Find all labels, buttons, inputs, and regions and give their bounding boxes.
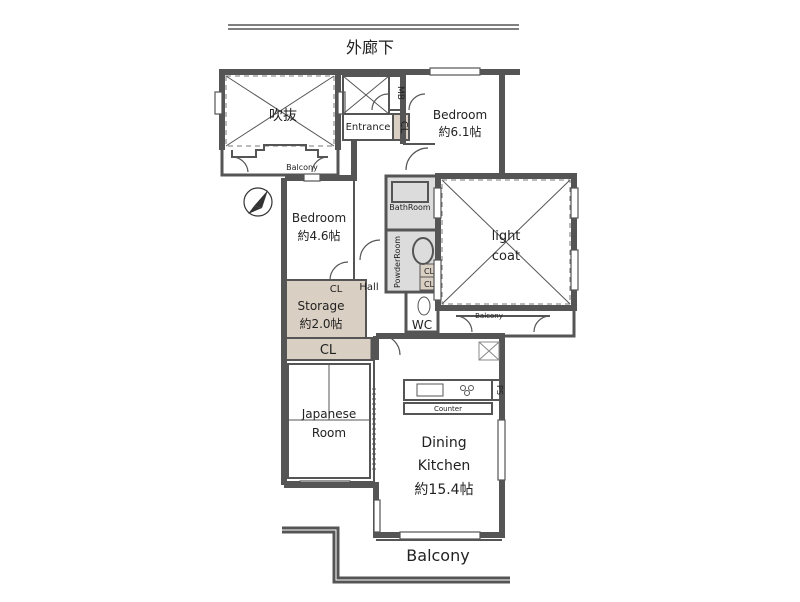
- label-cl-powder2: CL: [424, 280, 435, 289]
- label-atrium: 吹抜: [269, 108, 297, 124]
- label-corridor: 外廊下: [346, 38, 394, 57]
- dining-kitchen-area: [373, 333, 506, 540]
- wc-fill: [406, 292, 438, 332]
- label-balcony-bottom: Balcony: [406, 546, 469, 565]
- label-balcony-small-top: Balcony: [286, 163, 318, 172]
- label-storage-name: Storage: [298, 299, 345, 313]
- label-bedroom1-name: Bedroom: [433, 108, 487, 122]
- entrance-area: [342, 75, 426, 141]
- hall-door-1: [359, 239, 381, 261]
- label-light-coat-1: light: [492, 229, 521, 244]
- bedroom1-area: [338, 67, 520, 176]
- label-cl-hall: CL: [330, 284, 343, 295]
- corridor-line: [228, 24, 519, 30]
- label-bathroom: BathRoom: [389, 203, 431, 212]
- label-cl-entrance: CL: [398, 121, 409, 134]
- balcony-bottom-area: [282, 526, 510, 584]
- label-bedroom2-size: 約4.6帖: [297, 228, 340, 243]
- japanese-room-area: [283, 359, 376, 488]
- label-japanese-1: Japanese: [301, 407, 357, 421]
- lower-walls: [282, 482, 379, 490]
- label-mb: MB: [395, 86, 405, 100]
- label-cl-powder1: CL: [424, 267, 435, 276]
- label-hall: Hall: [359, 282, 378, 293]
- label-japanese-2: Room: [312, 426, 346, 440]
- label-powder-room: PowderRoom: [393, 236, 402, 288]
- label-counter: Counter: [434, 405, 462, 413]
- label-ps: PS: [495, 385, 504, 395]
- label-entrance: Entrance: [346, 122, 391, 133]
- label-balcony-small-right: Balcony: [475, 312, 503, 320]
- light-coat-area: [433, 173, 579, 311]
- cl-hall-fill: [323, 280, 349, 296]
- cl-big-fill: [284, 338, 372, 360]
- label-light-coat-2: coat: [492, 249, 520, 264]
- label-bedroom1-size: 約6.1帖: [438, 124, 481, 139]
- label-dk-1: Dining: [421, 435, 466, 451]
- label-dk-3: 約15.4帖: [414, 482, 473, 498]
- label-bedroom2-name: Bedroom: [292, 211, 346, 225]
- label-dk-2: Kitchen: [418, 458, 471, 474]
- label-wc: WC: [412, 318, 432, 332]
- compass-icon: [243, 187, 273, 217]
- atrium-area: [214, 69, 346, 150]
- balcony-small-right-area: [436, 308, 576, 338]
- label-cl-big: CL: [320, 343, 337, 358]
- label-storage-size: 約2.0帖: [299, 316, 342, 331]
- balcony-small-top-area: [220, 144, 340, 177]
